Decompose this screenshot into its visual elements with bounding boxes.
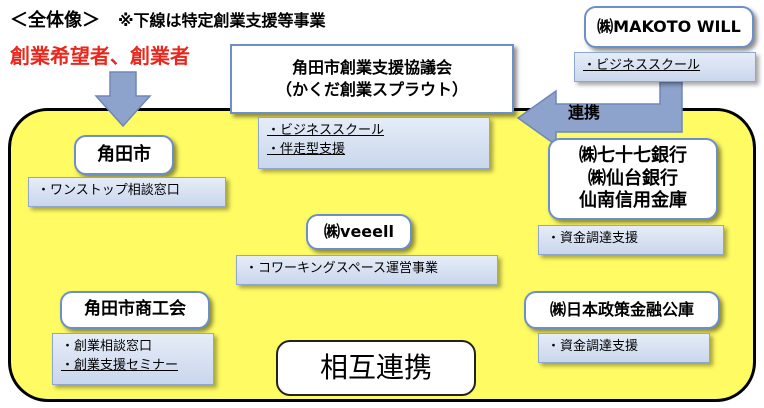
chamber-services: ・創業相談窓口 ・創業支援セミナー <box>52 333 214 385</box>
target-audience-label: 創業希望者、創業者 <box>10 44 190 68</box>
makoto-will-name: ㈱MAKOTO WILL <box>597 17 741 36</box>
link-label: 連携 <box>568 103 601 122</box>
underline-note: ※下線は特定創業支援等事業 <box>118 11 326 30</box>
chamber-service-seminar: ・創業支援セミナー <box>61 357 179 373</box>
bank-77: ㈱七十七銀行 <box>579 145 687 167</box>
bank-sennan: 仙南信用金庫 <box>579 190 687 212</box>
chamber-name: 角田市商工会 <box>84 299 186 320</box>
bank-sendai: ㈱仙台銀行 <box>588 167 678 189</box>
overview-heading: ＜全体像＞ <box>10 10 100 31</box>
down-arrow-icon <box>94 71 152 128</box>
jfc-services: ・資金調達支援 <box>538 333 710 363</box>
makoto-will-services: ・ビジネススクール <box>574 52 756 82</box>
jfc-service-funding: ・資金調達支援 <box>547 339 639 354</box>
jfc-box: ㈱日本政策金融公庫 <box>524 291 720 329</box>
council-services: ・ビジネススクール ・伴走型支援 <box>258 117 490 169</box>
council-name: 角田市創業支援協議会 <box>291 57 452 77</box>
banks-services: ・資金調達支援 <box>538 225 724 255</box>
veeell-name: ㈱veeell <box>324 222 394 241</box>
chamber-box: 角田市商工会 <box>60 291 210 329</box>
council-box: 角田市創業支援協議会 （かくだ創業スプラウト） <box>230 44 514 114</box>
council-nickname: （かくだ創業スプラウト） <box>275 80 468 99</box>
council-service-accompaniment: ・伴走型支援 <box>267 141 346 157</box>
makoto-service-business-school: ・ビジネススクール <box>583 58 701 73</box>
diagram-title: ＜全体像＞ ※下線は特定創業支援等事業 <box>10 6 326 32</box>
mutual-collaboration-box: 相互連携 <box>276 340 476 396</box>
kakuda-city-box: 角田市 <box>74 135 174 175</box>
kakuda-city-name: 角田市 <box>97 143 151 165</box>
veeell-service-coworking: ・コワーキングスペース運営事業 <box>245 261 439 276</box>
banks-box: ㈱七十七銀行 ㈱仙台銀行 仙南信用金庫 <box>548 138 718 220</box>
veeell-box: ㈱veeell <box>306 214 412 250</box>
veeell-services: ・コワーキングスペース運営事業 <box>236 255 498 285</box>
link-arrow-icon <box>516 81 683 147</box>
banks-service-funding: ・資金調達支援 <box>547 231 639 246</box>
jfc-name: ㈱日本政策金融公庫 <box>549 300 694 319</box>
city-services: ・ワンストップ相談窓口 <box>28 177 226 207</box>
city-service-one-stop: ・ワンストップ相談窓口 <box>37 183 180 198</box>
council-service-business-school: ・ビジネススクール <box>267 123 385 138</box>
makoto-will-box: ㈱MAKOTO WILL <box>584 6 754 48</box>
chamber-service-consultation: ・創業相談窓口 <box>61 339 153 354</box>
